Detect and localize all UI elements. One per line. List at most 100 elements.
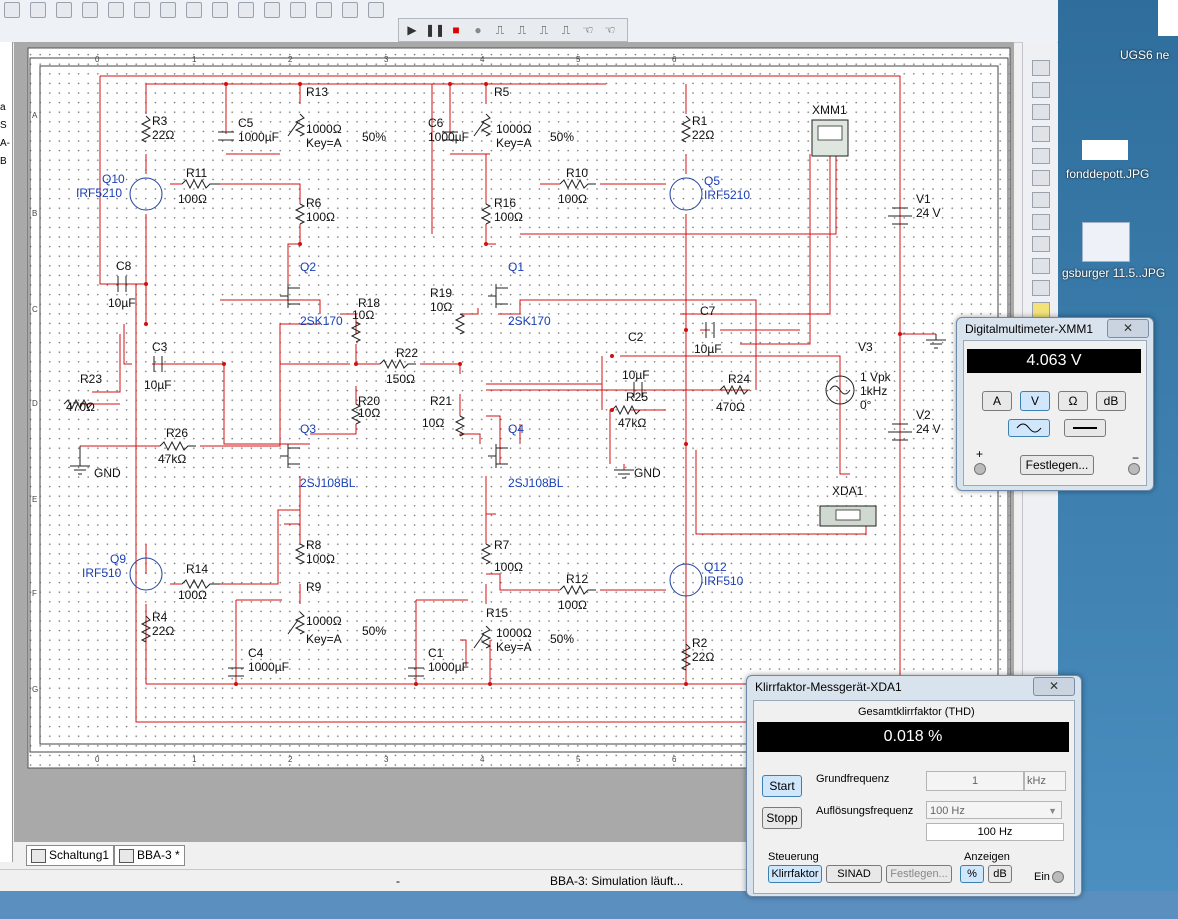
component-label-r18: R18: [358, 296, 381, 310]
toolbar-icon[interactable]: [238, 2, 254, 18]
desktop-corner-label: UGS6 ne: [1120, 48, 1170, 62]
mode-ohm-button[interactable]: Ω: [1058, 391, 1088, 411]
record-icon[interactable]: ●: [474, 23, 482, 37]
toolbar-icon[interactable]: [316, 2, 332, 18]
dc-line-icon: [1073, 427, 1097, 429]
fundamental-frequency-input[interactable]: 1: [926, 771, 1024, 791]
toolbar-icon[interactable]: [30, 2, 46, 18]
desktop-file-thumbnail[interactable]: [1158, 0, 1178, 36]
mode-ampere-button[interactable]: A: [982, 391, 1012, 411]
instrument-icon[interactable]: [1032, 214, 1050, 230]
instrument-icon[interactable]: [1032, 280, 1050, 296]
resolution-frequency-select[interactable]: 100 Hz ▼: [926, 801, 1062, 819]
instrument-icon[interactable]: [1032, 104, 1050, 120]
toolbar-icon[interactable]: [342, 2, 358, 18]
desktop-file-label[interactable]: fonddepott.JPG: [1066, 167, 1150, 181]
instrument-icon[interactable]: [1032, 170, 1050, 186]
stop-button[interactable]: Stopp: [762, 807, 802, 829]
grid-col-label: 6: [672, 755, 677, 764]
resistor-r14: [181, 578, 220, 590]
toolbar-icon[interactable]: [134, 2, 150, 18]
component-label-c4: C4: [248, 646, 264, 660]
component-label-r16: R16: [494, 196, 517, 210]
thd-mode-button[interactable]: Klirrfaktor: [768, 865, 822, 883]
tab-bba-3[interactable]: BBA-3 *: [114, 845, 185, 866]
thd-body: Gesamtklirrfaktor (THD) 0.018 % Start St…: [753, 700, 1075, 894]
component-label-v3a: 1 Vpk: [860, 370, 891, 384]
fundamental-unit-select[interactable]: kHz: [1024, 771, 1066, 791]
toolbar-icon[interactable]: [290, 2, 306, 18]
capacitor-c4: [228, 667, 244, 677]
potentiometer-r13: [287, 113, 306, 137]
component-label-r3v: 22Ω: [152, 128, 175, 142]
play-icon[interactable]: ▶: [407, 23, 417, 37]
toolbar-icon[interactable]: [186, 2, 202, 18]
instrument-icon[interactable]: [1032, 126, 1050, 142]
jfet-q2: [280, 284, 300, 308]
grid-row-label: E: [32, 495, 37, 504]
mosfet-q9: [129, 557, 163, 591]
probe-icon[interactable]: ⎍: [517, 23, 527, 37]
toolbar-icon[interactable]: [82, 2, 98, 18]
multimeter-reading: 4.063 V: [967, 349, 1141, 373]
schematic-sheet[interactable]: 0 1 2 3 4 5 6 0 1 2 3 4 5 6 A B C D E F …: [20, 44, 1020, 772]
instrument-icon[interactable]: [1032, 60, 1050, 76]
resolution-frequency-value: 100 Hz: [930, 805, 965, 817]
thd-settings-button[interactable]: Festlegen...: [886, 865, 952, 883]
toolbar-icon[interactable]: [264, 2, 280, 18]
resistor-r23: [63, 398, 93, 410]
instrument-icon[interactable]: [1032, 82, 1050, 98]
toolbar-icon[interactable]: [212, 2, 228, 18]
mode-db-button[interactable]: dB: [1096, 391, 1126, 411]
grid-col-label: 5: [576, 55, 581, 64]
toolbar-icon[interactable]: [160, 2, 176, 18]
component-label-r13p: 50%: [362, 130, 387, 144]
toolbar-icon[interactable]: [368, 2, 384, 18]
probe-icon[interactable]: ⎍: [539, 23, 549, 37]
component-label-c1: C1: [428, 646, 444, 660]
positive-terminal-icon[interactable]: [974, 463, 986, 475]
toolbar-icon[interactable]: [56, 2, 72, 18]
resistor-r26: [159, 440, 196, 452]
component-label-r2v: 22Ω: [692, 650, 715, 664]
instrument-icon[interactable]: [1032, 148, 1050, 164]
component-label-v2: V2: [916, 408, 931, 422]
desktop-file-icon[interactable]: [1082, 140, 1128, 160]
multimeter-settings-button[interactable]: Festlegen...: [1020, 455, 1094, 475]
db-display-button[interactable]: dB: [988, 865, 1012, 883]
hand-icon[interactable]: ☜: [604, 23, 616, 37]
start-button[interactable]: Start: [762, 775, 802, 797]
negative-terminal-label: −: [1132, 451, 1140, 465]
toolbar-icon[interactable]: [4, 2, 20, 18]
component-label-r23: R23: [80, 372, 103, 386]
close-icon[interactable]: ✕: [1107, 319, 1149, 338]
pause-icon[interactable]: ❚❚: [425, 23, 446, 37]
negative-terminal-icon[interactable]: [1128, 463, 1140, 475]
component-label-c8v: 10µF: [108, 296, 136, 310]
component-label-r18v: 10Ω: [352, 308, 375, 322]
probe-icon[interactable]: ⎍: [495, 23, 505, 37]
input-terminal-icon[interactable]: [1052, 871, 1064, 883]
instrument-icon[interactable]: [1032, 192, 1050, 208]
toolbar-icon[interactable]: [108, 2, 124, 18]
tab-label: Schaltung1: [49, 848, 110, 862]
stop-icon[interactable]: ■: [452, 23, 460, 37]
component-label-r24v: 470Ω: [716, 400, 745, 414]
desktop-file-label[interactable]: gsburger 11.5..JPG: [1062, 266, 1166, 280]
close-icon[interactable]: ✕: [1033, 677, 1075, 696]
resolution-frequency-label: Auflösungsfrequenz: [816, 805, 914, 817]
component-label-r6: R6: [306, 196, 322, 210]
dc-mode-button[interactable]: [1064, 419, 1106, 437]
desktop-file-icon[interactable]: [1082, 222, 1130, 262]
mode-volt-button[interactable]: V: [1020, 391, 1050, 411]
percent-display-button[interactable]: %: [960, 865, 984, 883]
probe-icon[interactable]: ⎍: [561, 23, 571, 37]
ac-mode-button[interactable]: [1008, 419, 1050, 437]
sinad-mode-button[interactable]: SINAD: [826, 865, 882, 883]
component-label-r10: R10: [566, 166, 589, 180]
hand-icon[interactable]: ☜: [582, 23, 594, 37]
instrument-icon[interactable]: [1032, 258, 1050, 274]
tab-schaltung1[interactable]: Schaltung1: [26, 845, 115, 866]
instrument-icon[interactable]: [1032, 302, 1050, 318]
instrument-icon[interactable]: [1032, 236, 1050, 252]
